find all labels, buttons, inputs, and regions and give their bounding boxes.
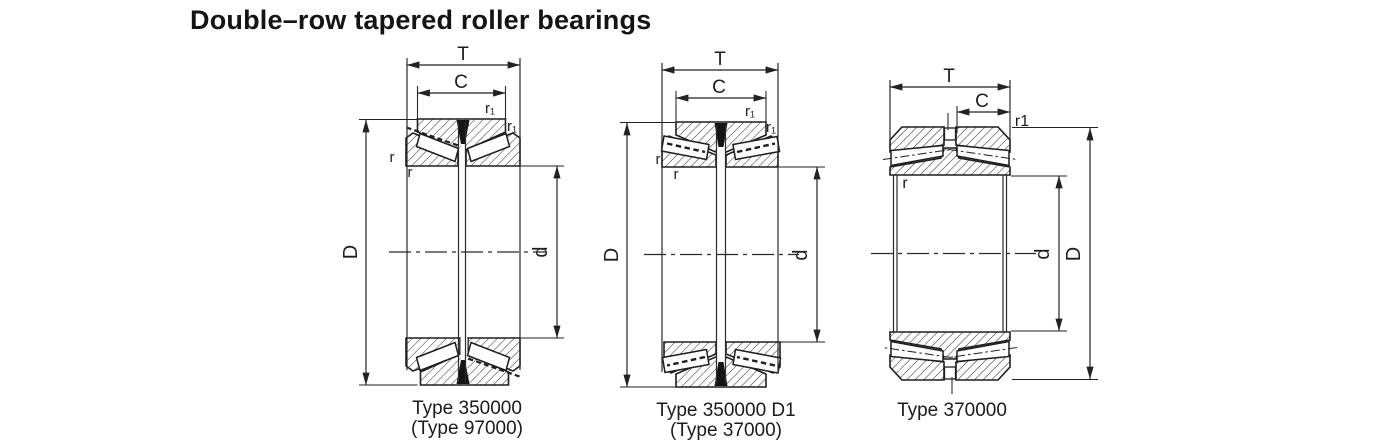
- caption-type-370000: Type 370000: [832, 401, 1072, 421]
- caption-type-350000-d1: Type 350000 D1 (Type 37000): [606, 401, 846, 441]
- tapered-roller-left: [890, 144, 944, 167]
- bearing-half-section-mirror: [882, 331, 1018, 395]
- bearing-half-section-mirror: [661, 340, 782, 389]
- dim-label-D: D: [1063, 247, 1085, 261]
- bearing-half-section: [405, 118, 521, 167]
- caption-line: (Type 37000): [670, 420, 782, 441]
- dim-label-r: r: [656, 151, 661, 168]
- dim-label-D: D: [340, 245, 362, 259]
- dim-label-C: C: [975, 91, 989, 112]
- dim-label-r: r: [902, 175, 908, 192]
- roller-axis-left: [882, 149, 952, 160]
- cage-pin-dashed-left: [666, 142, 706, 154]
- center-gap: [716, 130, 726, 167]
- dim-label-d: d: [530, 246, 552, 257]
- roller-axis-right: [948, 149, 1018, 160]
- tapered-roller-right: [466, 132, 511, 163]
- cage-dashed-line: [406, 126, 462, 148]
- center-lubrication-wedge: [456, 120, 470, 144]
- dim-label-C: C: [454, 72, 468, 93]
- dim-label-T: T: [714, 49, 726, 70]
- tapered-roller-left: [415, 132, 460, 163]
- drawing-type-350000-d1: T C D d r r r₁ r₁: [601, 49, 825, 389]
- dim-label-r1: r1: [1015, 113, 1029, 130]
- dim-label-d: d: [1032, 248, 1054, 259]
- caption-line: Type 370000: [897, 400, 1007, 421]
- caption-type-350000: Type 350000 (Type 97000): [347, 399, 587, 439]
- dim-label-T: T: [457, 44, 469, 65]
- dim-label-r: r: [674, 166, 679, 183]
- dim-label-d: d: [790, 249, 812, 260]
- drawing-type-350000: T C D d r r r₁ r₁: [340, 44, 564, 387]
- center-spacer-block: [943, 127, 957, 141]
- center-lubrication-wedge: [714, 123, 728, 147]
- tapered-roller-right: [956, 144, 1010, 167]
- page-title: Double–row tapered roller bearings: [190, 5, 652, 35]
- drawing-type-370000: T C d D r r1: [871, 66, 1098, 395]
- dim-label-r1: r₁: [485, 100, 495, 117]
- center-gap: [458, 128, 466, 166]
- caption-line: Type 350000: [412, 398, 522, 419]
- bearing-half-section: [660, 121, 781, 168]
- dim-label-C: C: [712, 77, 726, 98]
- dim-label-r1: r₁: [766, 119, 776, 136]
- dim-label-r1: r₁: [745, 103, 755, 120]
- bearing-half-section: [882, 113, 1018, 176]
- dim-label-r: r: [390, 149, 395, 166]
- dim-label-r: r: [408, 164, 413, 181]
- cage-pin-dashed-right: [736, 142, 776, 154]
- dim-label-D: D: [601, 248, 623, 262]
- caption-line: Type 350000 D1: [656, 400, 796, 421]
- caption-line: (Type 97000): [411, 418, 523, 439]
- bearing-half-section-mirror: [404, 336, 522, 387]
- dim-label-r1: r₁: [507, 118, 517, 135]
- dim-label-T: T: [943, 66, 955, 87]
